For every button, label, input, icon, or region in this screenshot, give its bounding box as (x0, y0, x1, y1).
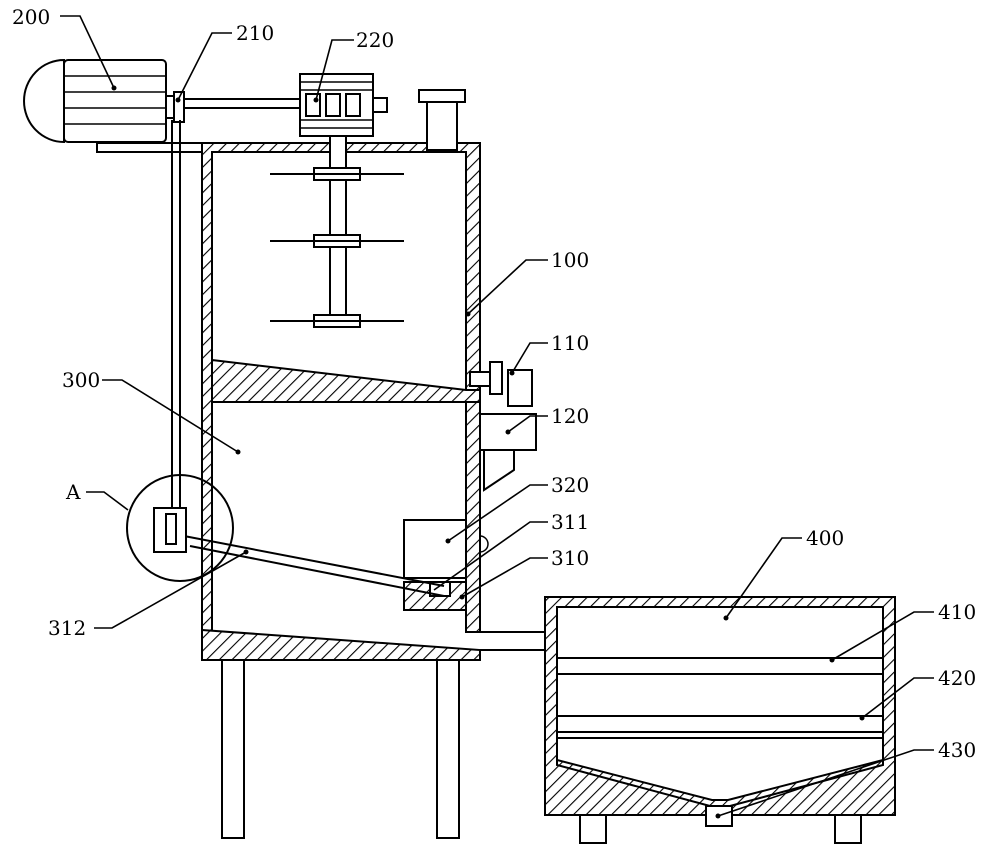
linkage-rod-312 (153, 507, 445, 597)
leg-left (221, 659, 245, 839)
leg-right (436, 659, 460, 839)
label-400: 400 (806, 526, 844, 550)
valve-110 (469, 361, 533, 407)
label-220: 220 (356, 28, 394, 52)
label-311: 311 (551, 510, 589, 534)
label-320: 320 (551, 473, 589, 497)
label-a: A (65, 480, 81, 504)
component-320 (403, 519, 489, 579)
leader-lines (60, 15, 934, 817)
box-120 (479, 413, 537, 492)
leader-dots (111, 85, 865, 819)
label-310: 310 (551, 546, 589, 570)
motor-200 (23, 58, 167, 144)
stirrer-shaft (270, 135, 404, 328)
component-310 (403, 581, 467, 611)
connecting-pipe (480, 631, 545, 651)
label-120: 120 (551, 404, 589, 428)
label-300: 300 (62, 368, 100, 392)
gearbox-220 (299, 73, 388, 137)
detail-circle-a (126, 474, 234, 582)
label-200: 200 (12, 5, 50, 29)
box-400 (544, 596, 896, 844)
label-100: 100 (551, 248, 589, 272)
label-210: 210 (236, 21, 274, 45)
tank-100 (201, 89, 481, 661)
chamber-300 (201, 401, 481, 661)
label-430: 430 (938, 738, 976, 762)
label-110: 110 (551, 331, 589, 355)
label-312: 312 (48, 616, 86, 640)
label-420: 420 (938, 666, 976, 690)
pulley-210 (165, 91, 301, 123)
motor-mount-plate (96, 142, 205, 153)
vertical-rod (171, 120, 181, 545)
label-410: 410 (938, 600, 976, 624)
